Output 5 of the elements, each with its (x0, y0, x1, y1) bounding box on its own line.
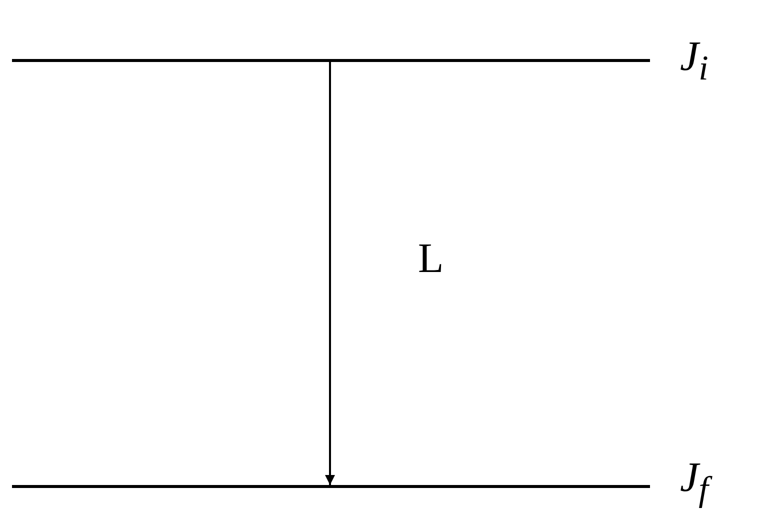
energy-level-line (12, 485, 650, 488)
energy-level-line (12, 59, 650, 62)
arrow (325, 62, 335, 485)
edge-label: L (418, 238, 444, 280)
level-label: J$_{i}$ (680, 36, 708, 86)
